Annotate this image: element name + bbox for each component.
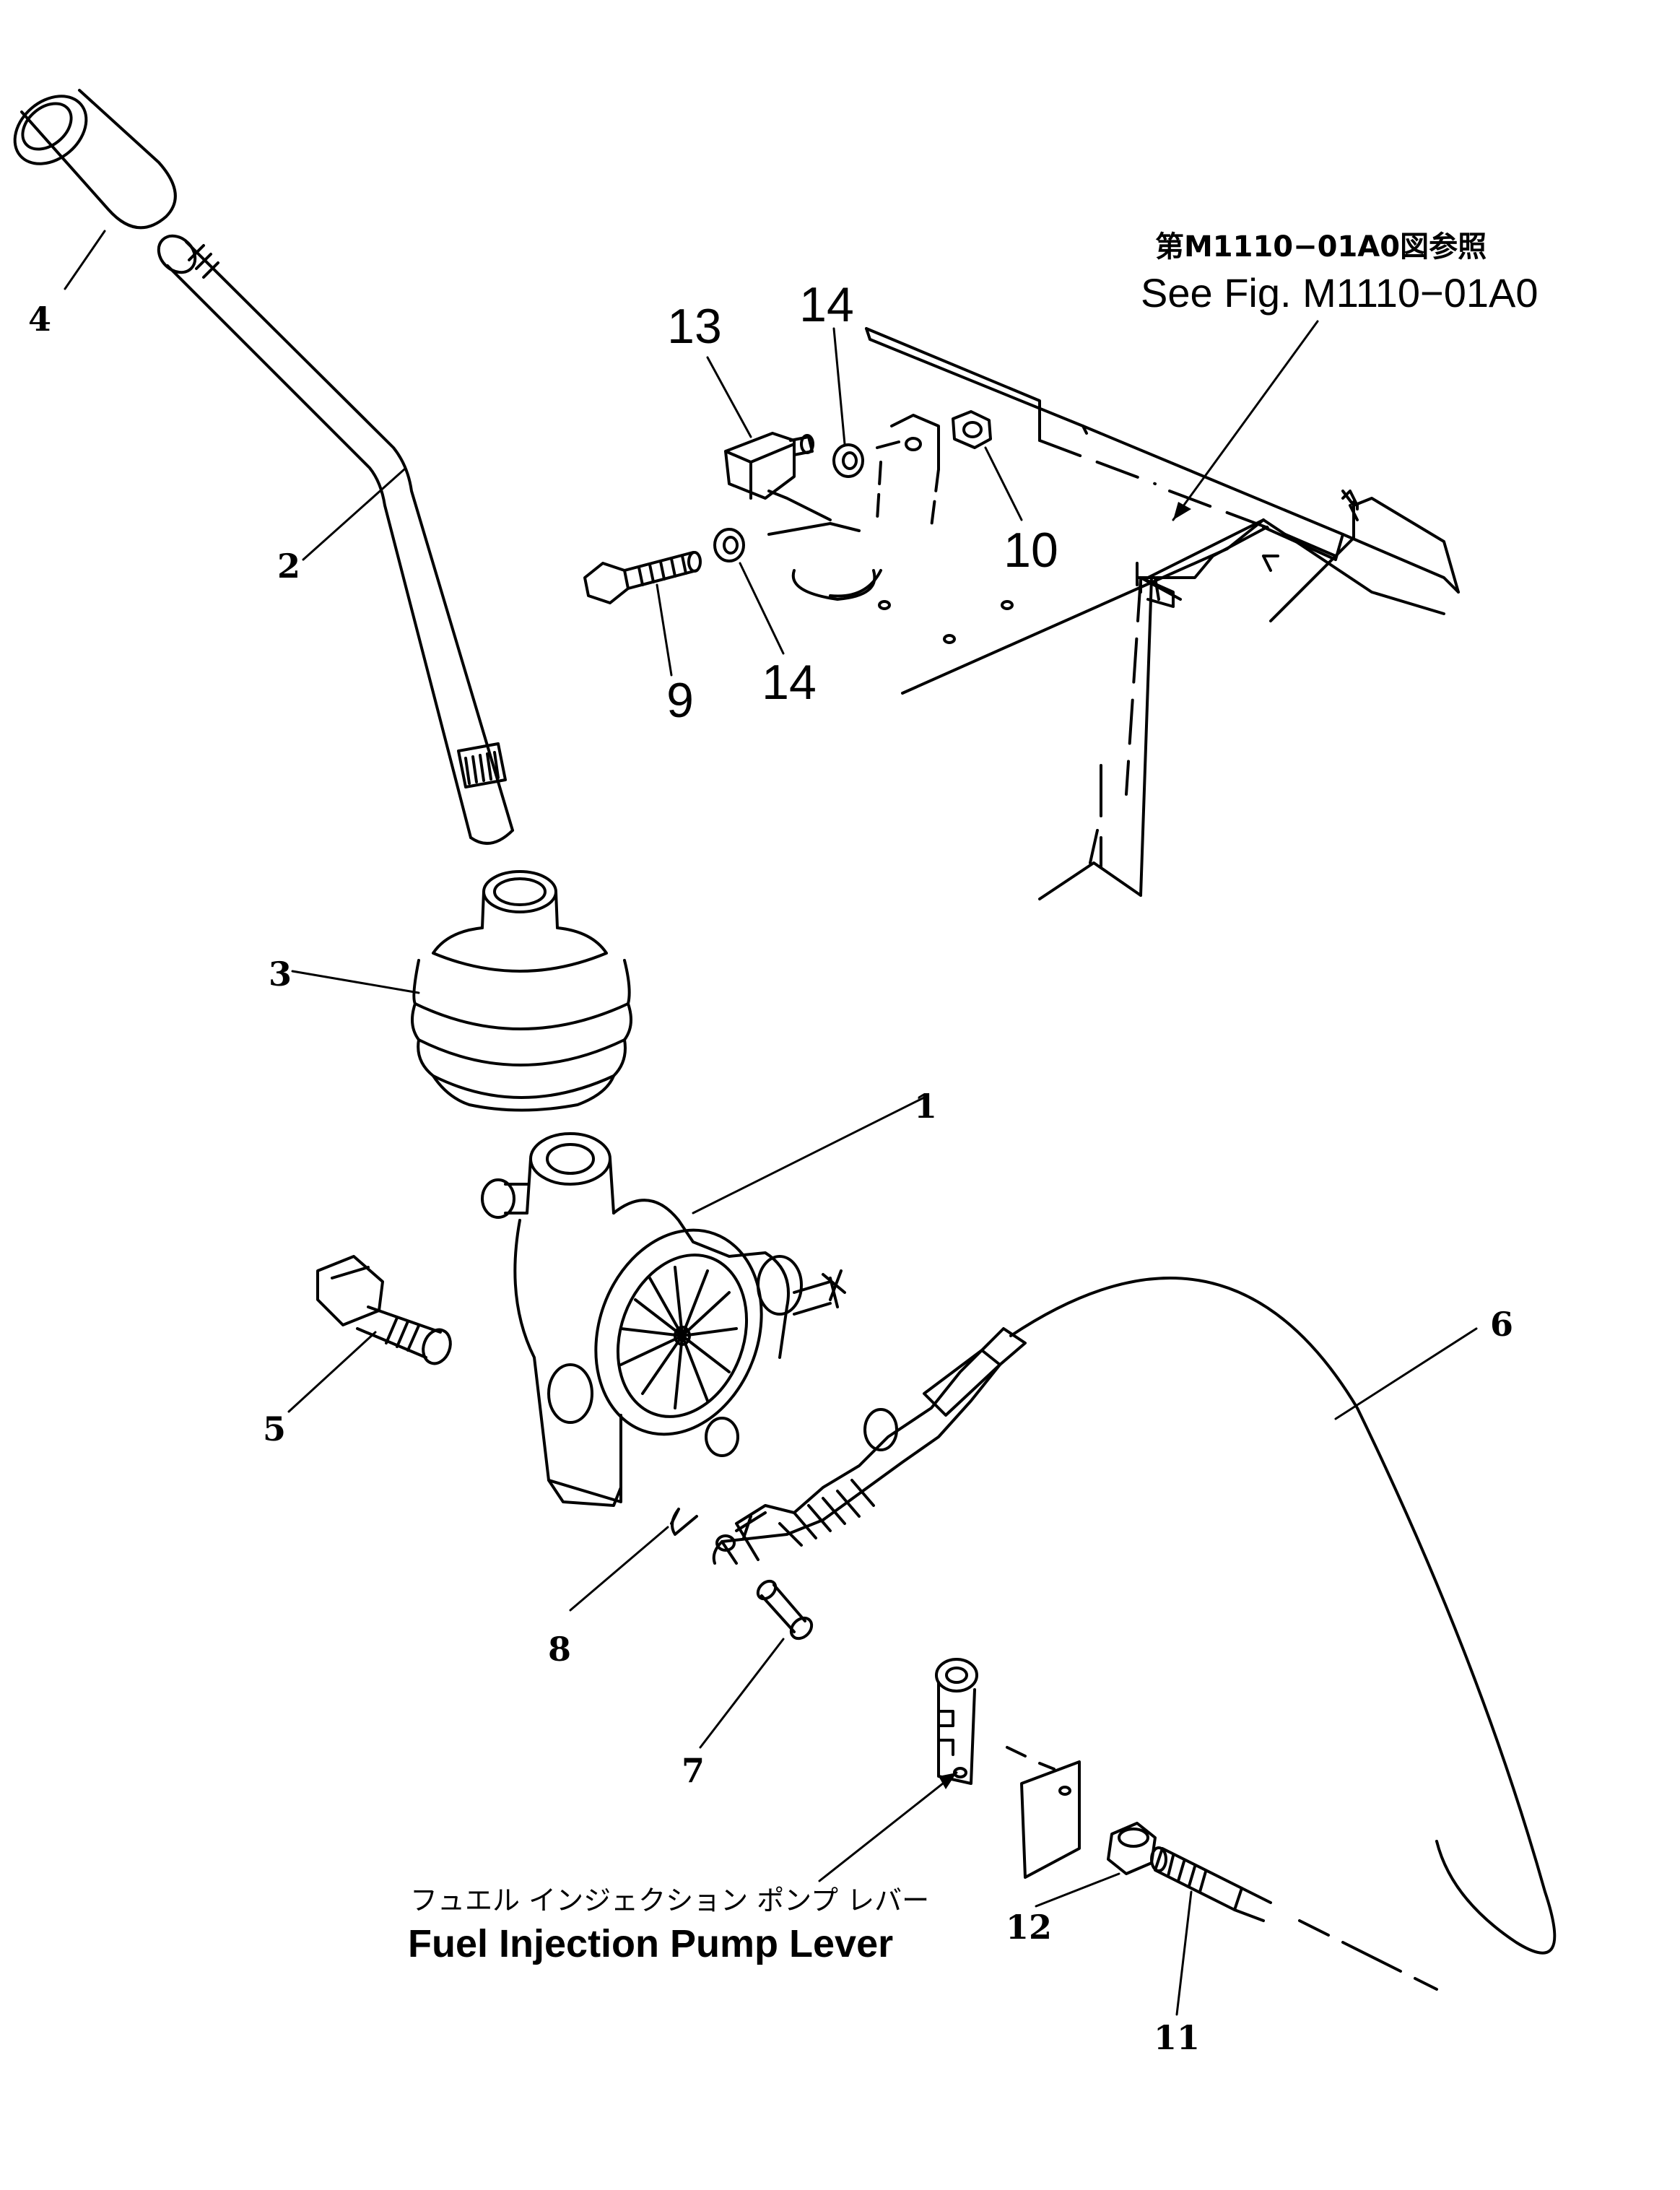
callout-4: 4	[28, 300, 51, 339]
callout-8: 8	[548, 1630, 571, 1669]
callout-12: 12	[1006, 1908, 1052, 1947]
pump-lever-label-ja: フュエル インジェクション ポンプ レバー	[410, 1885, 929, 1916]
callout-3: 3	[269, 955, 292, 994]
bracket-plate	[1006, 1746, 1081, 1879]
callout-14-lower: 14	[762, 655, 817, 710]
pin-part-7	[756, 1579, 814, 1641]
reference-labels: 第M1110−01A0図参照 See Fig. M1110−01A0 フュエル …	[408, 230, 1538, 1965]
mount-bracket	[767, 414, 1014, 644]
callout-1: 1	[914, 1087, 937, 1126]
clamp-part-13	[724, 432, 832, 521]
bolt-part-5	[316, 1255, 452, 1365]
lever-part-2	[157, 234, 514, 845]
washer-part-14-lower	[713, 528, 745, 562]
callout-9: 9	[666, 673, 694, 728]
cotter-part-8	[670, 1508, 698, 1536]
control-assembly-part-1	[481, 1132, 846, 1507]
nut-part-10	[952, 410, 992, 449]
callout-13: 13	[667, 299, 722, 354]
pump-lever	[935, 1658, 978, 1785]
callout-14-upper: 14	[799, 277, 854, 332]
washer-part-14-upper	[832, 443, 864, 478]
knob-part-4	[13, 89, 177, 230]
leader-arrowheads	[939, 502, 1191, 1789]
cable-part-6	[712, 1277, 1557, 1955]
callout-2: 2	[277, 547, 300, 586]
rod-end-part-11	[1150, 1846, 1438, 1991]
pump-lever-label-en: Fuel Injection Pump Lever	[408, 1922, 893, 1965]
callout-6: 6	[1490, 1305, 1513, 1344]
leader-lines	[64, 230, 1478, 2016]
boot-part-3	[411, 870, 632, 1112]
bolt-part-9	[583, 551, 702, 604]
callout-5: 5	[263, 1409, 286, 1448]
callout-11: 11	[1154, 2018, 1200, 2057]
callout-labels: 4 2 3 1 5 6 8 7 12 11 13 14 10 9 14	[28, 277, 1513, 2057]
fig-reference-ja: 第M1110−01A0図参照	[1155, 230, 1487, 264]
callout-10: 10	[1004, 523, 1058, 578]
frame-assembly	[865, 327, 1460, 900]
nut-part-12	[1107, 1822, 1157, 1875]
fig-reference-en: See Fig. M1110−01A0	[1141, 270, 1538, 316]
callout-7: 7	[682, 1751, 705, 1790]
